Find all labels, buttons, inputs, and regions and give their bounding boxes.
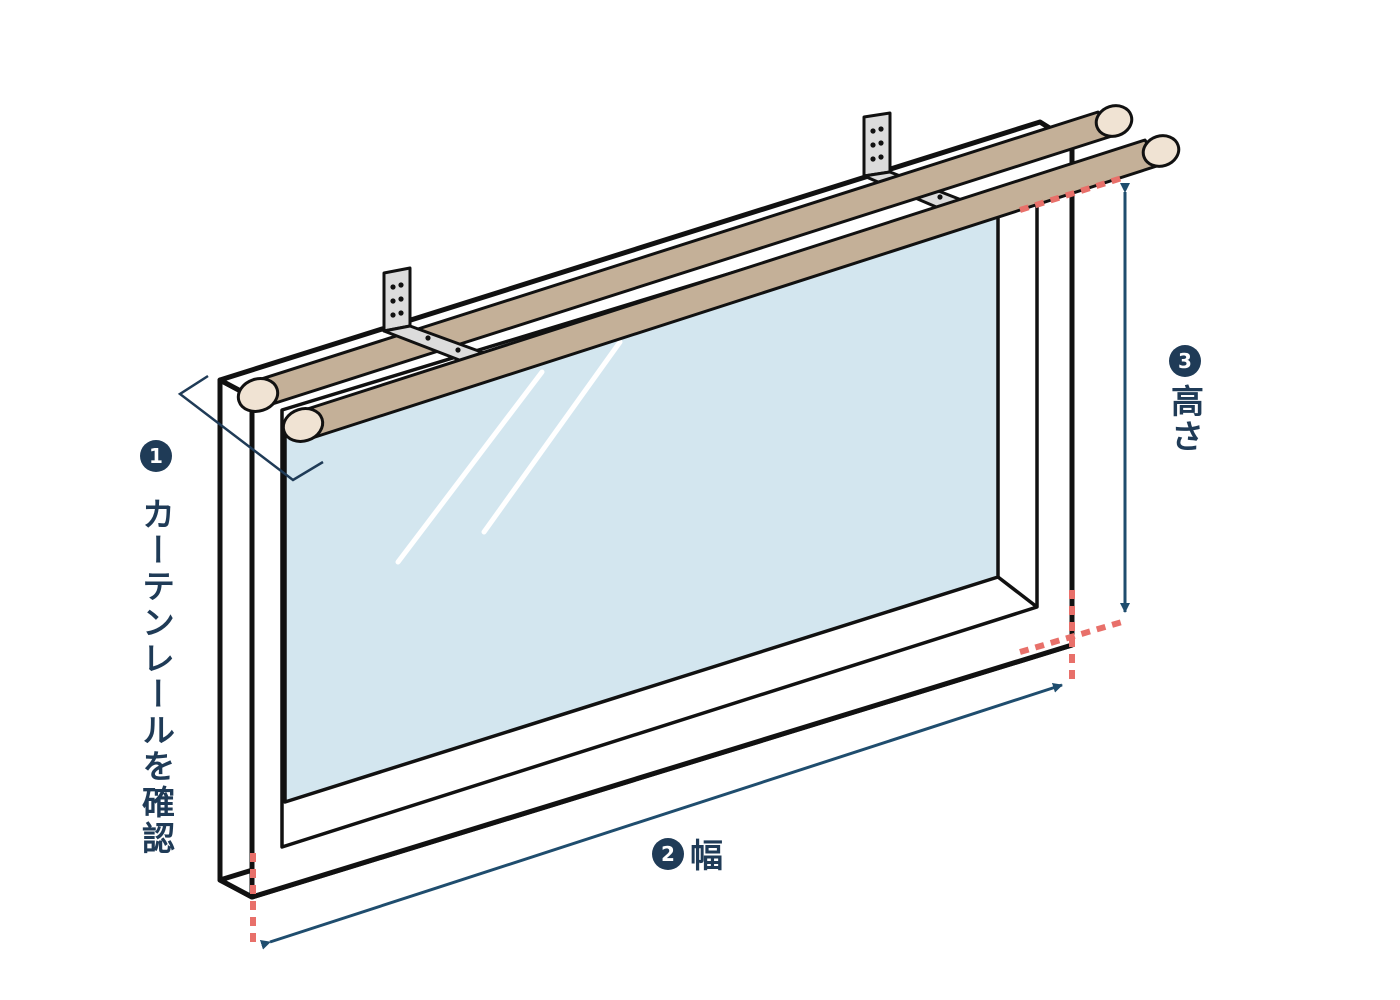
label-height: 3 高さ <box>1166 345 1205 454</box>
height-label-text: 高さ <box>1166 384 1205 454</box>
badge-2-circle <box>652 838 684 870</box>
curtain-rod-front <box>281 134 1181 443</box>
badge-1-circle <box>140 440 172 472</box>
frame-left-side <box>217 377 255 900</box>
label-rail-check: 1 カーテンレールを確認 <box>137 440 176 857</box>
badge-1-number: 1 <box>149 444 163 468</box>
guide-sill <box>1019 619 1123 655</box>
glass-reflection-2 <box>481 339 623 535</box>
measure-guides <box>250 175 1123 945</box>
width-arrow <box>259 683 1063 950</box>
rail-callout-bracket <box>177 374 324 482</box>
curtain-rod-back <box>236 104 1134 413</box>
badge-3-number: 3 <box>1178 349 1192 373</box>
label-width: 2 幅 <box>652 836 723 875</box>
width-label-text: 幅 <box>690 836 723 875</box>
rail-label-text: カーテンレールを確認 <box>137 497 176 857</box>
window-frame-illustration <box>217 119 1075 900</box>
badge-2-number: 2 <box>661 842 675 866</box>
guide-rod-top <box>1019 175 1123 213</box>
glass-reflection-1 <box>395 369 545 565</box>
badge-3-circle <box>1169 345 1201 377</box>
frame-sill-line <box>996 575 1039 609</box>
